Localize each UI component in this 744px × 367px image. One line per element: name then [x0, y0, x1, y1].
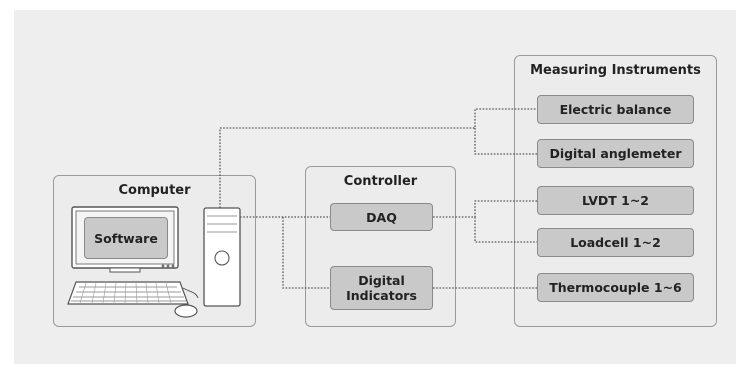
controller-group-title: Controller	[343, 174, 418, 189]
daq-box: DAQ	[330, 203, 433, 231]
mouse-icon	[174, 287, 199, 318]
lvdt-box: LVDT 1~2	[537, 186, 694, 215]
keyboard-icon	[67, 281, 189, 305]
digital-indicators-box: Digital Indicators	[330, 266, 433, 310]
wire-daq-to-lvdt	[433, 200, 537, 218]
wire-to-indicators	[282, 217, 330, 289]
software-box: Software	[84, 217, 168, 259]
thermocouple-box: Thermocouple 1~6	[537, 273, 694, 302]
digital-anglemeter-box: Digital anglemeter	[537, 139, 694, 168]
instruments-group-title: Measuring Instruments	[530, 63, 701, 78]
wire-tower-to-balance	[219, 108, 537, 208]
computer-group-title: Computer	[118, 183, 191, 198]
electric-balance-box: Electric balance	[537, 95, 694, 124]
wire-daq-to-loadcell	[474, 217, 537, 243]
loadcell-box: Loadcell 1~2	[537, 228, 694, 257]
wire-to-anglemeter	[474, 128, 537, 155]
tower-icon	[203, 207, 241, 307]
